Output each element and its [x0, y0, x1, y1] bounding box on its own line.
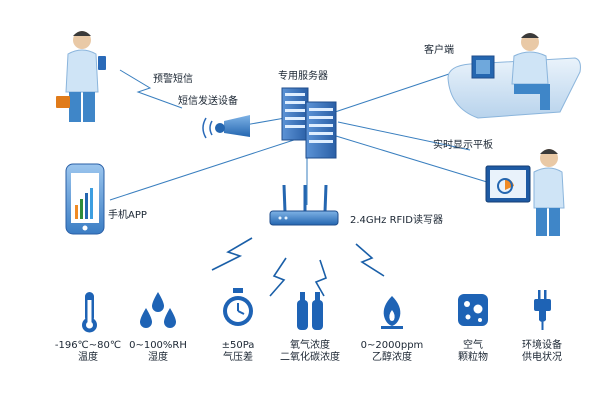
display-panel-icon: [485, 149, 565, 236]
sms-device-label: 短信发送设备: [178, 96, 238, 107]
air-particles-icon: [458, 294, 488, 326]
wireless-links-sensors: [211, 237, 385, 297]
client-workstation-icon: [447, 33, 581, 119]
mobile-app-label: 手机APP: [108, 210, 147, 221]
alert-sms-label: 预警短信: [153, 74, 193, 85]
sensor-label-particles: 空气颗粒物: [458, 340, 488, 363]
stopwatch-icon: [223, 288, 253, 326]
display-panel-label: 实时显示平板: [433, 140, 493, 151]
mobile-phone-icon: [65, 163, 105, 235]
water-drops-icon: [140, 292, 176, 328]
rfid-reader-icon: [269, 184, 339, 226]
gas-cylinders-icon: [297, 292, 323, 330]
client-label: 客户端: [424, 45, 454, 56]
sensor-label-power: 环境设备供电状况: [522, 340, 562, 363]
power-plug-icon: [534, 290, 551, 330]
sms-transmitter-icon: [202, 115, 250, 139]
thermometer-icon: [82, 292, 97, 333]
rfid-reader-label: 2.4GHz RFID读写器: [350, 215, 443, 226]
server-label: 专用服务器: [278, 71, 328, 82]
alert-sms-person-icon: [56, 31, 106, 122]
wireless-link-sms: [119, 69, 183, 109]
flame-icon: [381, 296, 403, 329]
sensor-label-gas: 氧气浓度二氧化碳浓度: [280, 340, 340, 363]
server-rack-icon: [281, 87, 337, 159]
